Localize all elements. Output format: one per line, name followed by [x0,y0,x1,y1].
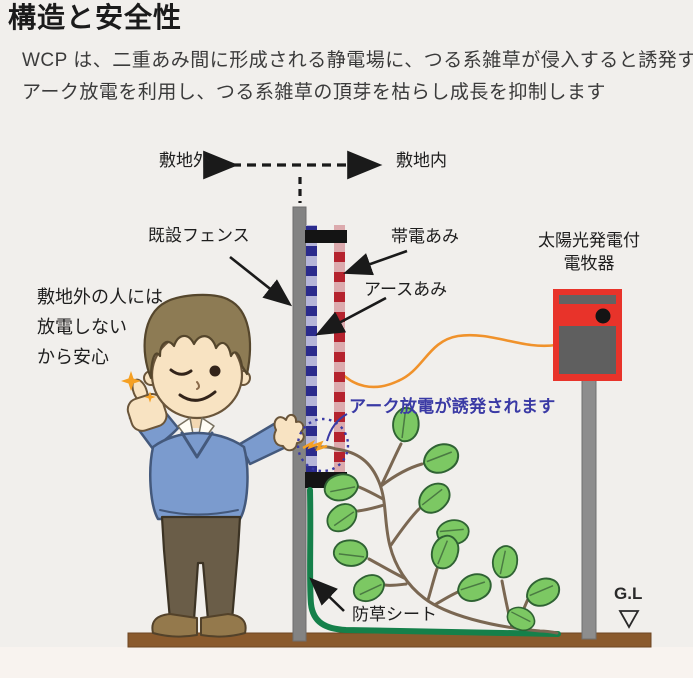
vine-branch [367,557,406,580]
thumbs-up-hand [126,378,168,432]
description-line2: アーク放電を利用し、つる系雑草の頂芽を枯らし成長を抑制します [22,82,606,103]
man-pants [160,515,242,622]
man-hair [143,293,252,380]
energizer-vent [559,295,616,304]
label-outside-premises: 敷地外 [159,151,210,170]
label-solar-energizer: 太陽光発電付 電牧器 [520,231,658,273]
vine-leaf [329,534,372,573]
label-safety-line1: 敷地外の人には [37,287,163,307]
vine-leaf [420,441,462,476]
man-sweater [149,431,249,521]
man [121,293,305,638]
fence-arrow [229,255,293,307]
energizer-wire [334,333,557,389]
below-ground-background [0,647,693,678]
vine-branch [434,590,460,606]
description-line1: WCP は、二重あみ間に形成される静電場に、つる系雑草が侵入すると誘発する [22,50,693,71]
vine-leaf [455,572,493,604]
vine-branch [379,442,403,488]
waist-trim [159,509,239,516]
arc-note-pointer [326,413,348,442]
vine [314,442,559,635]
label-weed-sheet: 防草シート [352,605,437,624]
label-solar-energizer-line1: 太陽光発電付 [538,231,640,250]
vine-branch [383,582,408,587]
charged-net-arrow [343,249,408,276]
label-safety-line2: 放電しない [37,317,127,337]
man-shoe [200,613,247,638]
label-earth-net: アースあみ [364,280,448,299]
arc-spark-icon [302,439,328,452]
wink-eye [169,368,193,376]
vine-leaf [350,571,388,605]
arc-dotted-circle [296,417,350,473]
net-top-cap [305,230,347,243]
solar-panel [559,326,616,374]
vine-branch [389,507,421,547]
vine-branch [426,567,439,602]
solar-energizer [553,289,622,640]
vneck-line [180,431,214,459]
open-eye [209,365,221,377]
vine-leaf [486,541,524,583]
page-title: 構造と安全性 [8,2,183,33]
label-safety-line3: から安心 [37,347,109,367]
energizer-knob [595,308,611,324]
ground-level-triangle [618,610,640,629]
weed-sheet-arrow [309,577,345,612]
label-ground-level: G.L [614,584,643,603]
vine-branch [357,485,385,501]
vine-branch [379,462,424,488]
man-smile [178,390,217,402]
vine-branch [356,503,386,513]
vine-leaf [523,575,563,609]
label-inside-premises: 敷地内 [396,151,447,170]
label-solar-energizer-line2: 電牧器 [563,253,615,273]
vine-main-stem [314,445,559,635]
vine-leaf [321,499,363,536]
energizer-pole [581,379,597,640]
label-existing-fence: 既設フェンス [148,226,250,245]
label-arc-discharge-note: アーク放電が誘発されます [349,397,556,416]
vine-leaf [412,478,456,519]
earth-net-arrow [315,296,387,336]
man-nose [196,381,200,390]
man-shoe [151,613,198,638]
label-charged-net: 帯電あみ [391,227,459,246]
